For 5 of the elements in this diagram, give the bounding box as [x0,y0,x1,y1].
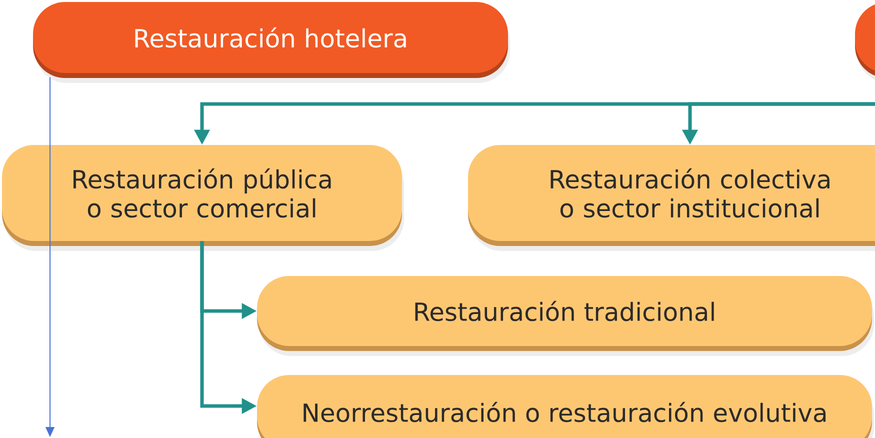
category-box: Restauración tradicional [257,276,874,356]
category-box: Restauración pública o sector comercial [2,145,404,251]
category-box: Restauración hotelera [33,2,510,83]
category-box: Neorrestauración o restauración evolutiva [257,375,874,438]
category-box: Restauración colectiva o sector institucional [468,145,875,251]
